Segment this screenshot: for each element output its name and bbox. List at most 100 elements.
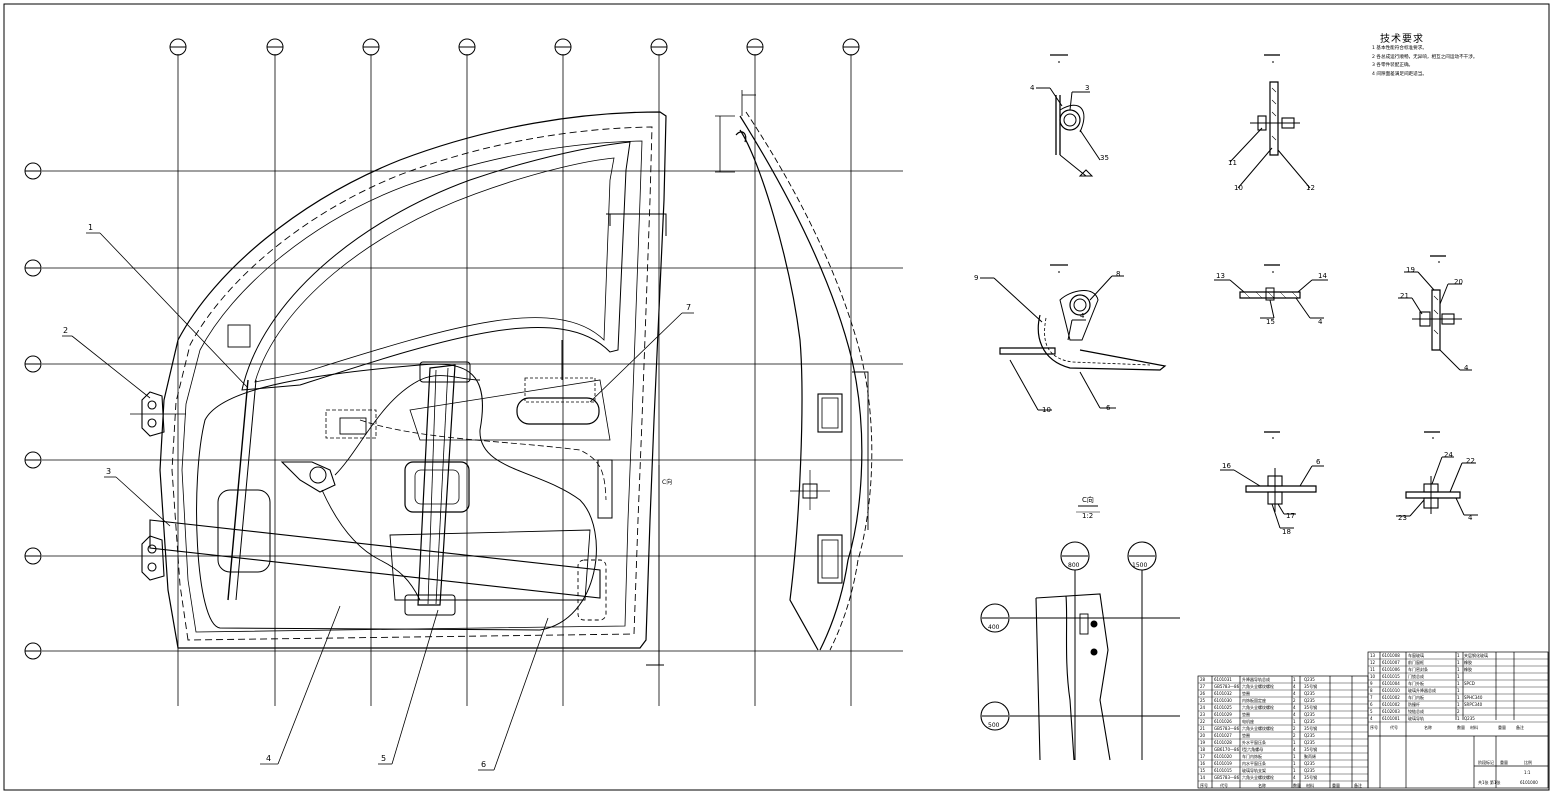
tech-req-item: 3 各零件装配正确。: [1372, 63, 1414, 68]
svg-text:2: 2: [1457, 709, 1460, 714]
svg-text:序号: 序号: [1200, 782, 1208, 788]
tech-req-item: 1 基本性能符合标准要求。: [1372, 46, 1427, 51]
svg-text:重量: 重量: [1498, 724, 1506, 730]
svg-text:代号: 代号: [1220, 782, 1228, 788]
svg-text:11: 11: [1370, 667, 1376, 672]
svg-text:4: 4: [1293, 775, 1296, 780]
svg-text:重量: 重量: [1332, 782, 1340, 788]
bubble-y800: 800: [1068, 562, 1080, 569]
svg-text:1:1: 1:1: [1524, 770, 1531, 775]
svg-text:外水平窗压条: 外水平窗压条: [1242, 739, 1266, 745]
svg-text:Q235: Q235: [1304, 768, 1315, 773]
svg-text:20: 20: [1200, 733, 1206, 738]
svg-text:备注: 备注: [1516, 724, 1524, 730]
svg-text:夹层钢化玻璃: 夹层钢化玻璃: [1464, 652, 1488, 658]
detail-callout-35: 35: [1100, 154, 1109, 162]
svg-text:6102003: 6102003: [1382, 709, 1400, 714]
svg-text:名称: 名称: [1424, 724, 1432, 730]
svg-text:4: 4: [1293, 684, 1296, 689]
svg-text:4: 4: [1370, 716, 1373, 721]
detail-callout-14: 14: [1318, 272, 1327, 280]
svg-text:代号: 代号: [1390, 724, 1398, 730]
svg-text:4: 4: [1293, 691, 1296, 696]
svg-text:28: 28: [1200, 677, 1206, 682]
bom-left-rows: [1198, 682, 1368, 782]
svg-text:六角头全螺纹螺栓: 六角头全螺纹螺栓: [1242, 774, 1274, 780]
technical-requirements-title: 技术要求: [1380, 34, 1424, 45]
svg-text:六角头全螺纹螺栓: 六角头全螺纹螺栓: [1242, 725, 1274, 731]
svg-text:序号: 序号: [1370, 724, 1378, 730]
svg-text:比例: 比例: [1524, 759, 1532, 765]
svg-text:数量: 数量: [1293, 782, 1301, 788]
svg-text:14: 14: [1200, 775, 1206, 780]
detail-callout-4: 4: [1030, 84, 1035, 92]
svg-text:玻璃导轨: 玻璃导轨: [1408, 715, 1424, 721]
svg-text:22: 22: [1200, 719, 1206, 724]
svg-text:2: 2: [1293, 726, 1296, 731]
svg-text:电机座: 电机座: [1242, 718, 1254, 724]
view-c-scale: 1:2: [1082, 512, 1093, 520]
svg-text:24: 24: [1200, 705, 1206, 710]
detail-callout-10: 10: [1234, 184, 1243, 192]
view-c: [980, 505, 1180, 761]
svg-text:1: 1: [1293, 761, 1296, 766]
svg-text:门锁总成: 门锁总成: [1408, 673, 1424, 679]
svg-text:Q235: Q235: [1304, 677, 1315, 682]
svg-text:聚丙烯: 聚丙烯: [1304, 753, 1316, 759]
svg-text:15: 15: [1200, 768, 1206, 773]
svg-text:1: 1: [1457, 660, 1460, 665]
svg-text:车门内饰板: 车门内饰板: [1242, 753, 1262, 759]
svg-text:27: 27: [1200, 684, 1206, 689]
svg-text:6101004: 6101004: [1382, 681, 1400, 686]
detail-callout-3: 3: [1085, 84, 1089, 92]
svg-text:6101001: 6101001: [1382, 716, 1400, 721]
svg-text:GB5783—86: GB5783—86: [1214, 726, 1240, 731]
detail-callout-9: 9: [974, 274, 978, 282]
door-handle: [516, 397, 600, 425]
svg-text:6101015: 6101015: [1382, 674, 1400, 679]
svg-text:1: 1: [1293, 754, 1296, 759]
sheet-border: [3, 3, 1550, 791]
detail-callout-labels: 4 3 35 11 10 12 9 8 4 10 6 13 14 15 4 19…: [974, 84, 1475, 536]
detail-callout-10b: 10: [1042, 406, 1051, 414]
tech-req-item: 4 间隙面差满足间距适当。: [1372, 71, 1427, 77]
svg-text:12: 12: [1370, 660, 1376, 665]
svg-text:1: 1: [1457, 695, 1460, 700]
svg-text:SPCD: SPCD: [1464, 681, 1475, 686]
svg-text:6101000: 6101000: [1520, 780, 1538, 785]
callout-5: 5: [381, 754, 386, 763]
svg-text:35号钢: 35号钢: [1304, 774, 1317, 780]
svg-text:6101030: 6101030: [1214, 698, 1232, 703]
tech-req-item: 2 各总成运行顺畅，无异响，相互之间运动不干涉。: [1372, 54, 1478, 60]
detail-callout-8: 8: [1116, 270, 1120, 278]
svg-text:玻璃升降器总成: 玻璃升降器总成: [1408, 687, 1436, 693]
detail-callout-12: 12: [1306, 184, 1315, 192]
svg-text:13: 13: [1370, 653, 1376, 658]
svg-text:SPHC340: SPHC340: [1464, 695, 1483, 700]
svg-text:升降器导轨总成: 升降器导轨总成: [1242, 676, 1270, 682]
svg-text:23: 23: [1200, 712, 1206, 717]
svg-text:内水平窗压条: 内水平窗压条: [1242, 760, 1266, 766]
svg-text:4: 4: [1293, 712, 1296, 717]
window-frame: [241, 141, 631, 391]
svg-text:21: 21: [1200, 726, 1206, 731]
svg-text:Q235: Q235: [1304, 691, 1315, 696]
callout-2: 2: [63, 326, 68, 335]
detail-callout-21: 21: [1400, 292, 1409, 300]
bubble-y1500: 1500: [1132, 562, 1147, 569]
svg-text:材料: 材料: [1470, 724, 1478, 730]
svg-text:阶段标记: 阶段标记: [1478, 759, 1494, 765]
svg-text:35号钢: 35号钢: [1304, 725, 1317, 731]
svg-text:共1张 第1张: 共1张 第1张: [1478, 779, 1500, 785]
svg-text:防撞杆: 防撞杆: [1408, 701, 1420, 707]
svg-text:5: 5: [1370, 709, 1373, 714]
svg-text:6101015: 6101015: [1214, 768, 1232, 773]
svg-text:35号钢: 35号钢: [1304, 746, 1317, 752]
svg-text:SRPC340: SRPC340: [1464, 702, 1483, 707]
callout-labels-main: 1 2 3 4 5 6 7 C向: [63, 223, 691, 769]
bom-right-rows: [1368, 658, 1548, 723]
svg-text:前门窗框: 前门窗框: [1408, 659, 1424, 665]
grid-horizontal: [42, 170, 903, 652]
svg-text:Q235: Q235: [1304, 761, 1315, 766]
svg-text:橡胶: 橡胶: [1464, 666, 1472, 672]
